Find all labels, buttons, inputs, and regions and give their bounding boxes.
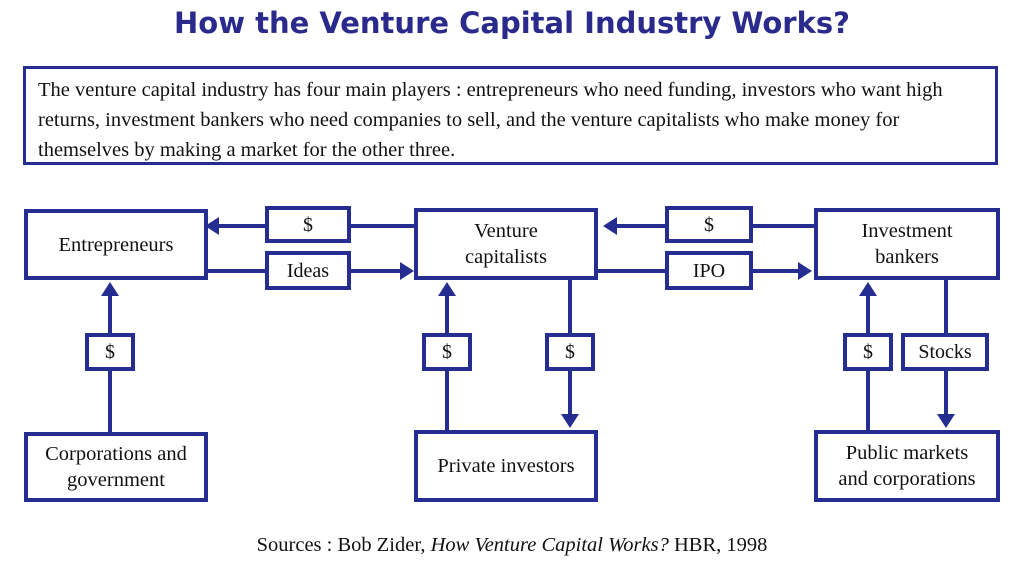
- node-entrepreneurs[interactable]: Entrepreneurs: [24, 209, 208, 280]
- arrowhead-into-investment-bankers-bottom: [859, 282, 877, 296]
- flow-label-text: $: [565, 341, 575, 363]
- flow-label-text: Ideas: [286, 259, 330, 282]
- flow-label-vc-to-private-investors-money[interactable]: $: [545, 333, 595, 371]
- connector-stocks-label-to-public-markets: [944, 370, 948, 416]
- connector-money-label-to-entrepreneurs: [218, 224, 268, 228]
- node-investment-bankers-label: Investment bankers: [861, 220, 953, 268]
- node-corporations-and-government-label: Corporations and government: [45, 443, 187, 491]
- connector-entrepreneurs-to-ideas-label: [204, 269, 268, 273]
- connector-ipo-label-to-bankers: [752, 269, 802, 273]
- connector-corporations-to-money-label: [108, 370, 112, 470]
- arrowhead-into-venture-capitalists-bottom: [438, 282, 456, 296]
- node-venture-capitalists-label: Venture capitalists: [465, 220, 547, 268]
- source-suffix: HBR, 1998: [668, 534, 768, 556]
- node-entrepreneurs-label: Entrepreneurs: [58, 233, 174, 256]
- flow-label-private-investors-to-vc-money[interactable]: $: [422, 333, 472, 371]
- connector-money-label-to-bankers-vertical: [866, 294, 870, 334]
- arrowhead-into-private-investors: [561, 414, 579, 428]
- arrowhead-into-venture-capitalists-left: [400, 262, 414, 280]
- connector-money-label-to-entrepreneurs-vertical: [108, 294, 112, 334]
- node-investment-bankers[interactable]: Investment bankers: [814, 208, 1000, 280]
- arrowhead-into-entrepreneurs: [205, 217, 219, 235]
- node-private-investors-label: Private investors: [437, 455, 575, 477]
- arrowhead-into-investment-bankers: [798, 262, 812, 280]
- flow-label-text: IPO: [692, 259, 726, 282]
- source-title: How Venture Capital Works?: [430, 534, 669, 556]
- flow-label-text: $: [105, 341, 115, 363]
- flow-label-bankers-to-vc-money[interactable]: $: [665, 206, 753, 243]
- arrowhead-into-public-markets: [937, 414, 955, 428]
- connector-money-label-to-vc-vertical: [445, 294, 449, 334]
- flow-label-text: $: [303, 213, 313, 236]
- connector-money-label-to-private-investors: [568, 370, 572, 416]
- flow-label-text: $: [863, 341, 873, 363]
- arrowhead-into-venture-capitalists-right: [603, 217, 617, 235]
- source-citation: Sources : Bob Zider, How Venture Capital…: [0, 534, 1024, 557]
- flow-label-vc-to-bankers-ipo[interactable]: IPO: [665, 251, 753, 290]
- flow-label-corporations-to-entrepreneurs-money[interactable]: $: [85, 333, 135, 371]
- flow-label-entrepreneurs-to-vc-ideas[interactable]: Ideas: [265, 251, 351, 290]
- flow-label-text: $: [704, 213, 714, 236]
- intro-paragraph-box: The venture capital industry has four ma…: [23, 66, 998, 165]
- flow-label-text: Stocks: [918, 341, 972, 363]
- node-private-investors[interactable]: Private investors: [414, 430, 598, 502]
- connector-bankers-to-money-label: [752, 224, 818, 228]
- connector-ideas-label-to-vc: [348, 269, 404, 273]
- connector-private-investors-to-money-label: [445, 370, 449, 432]
- connector-public-markets-to-money-label: [866, 370, 870, 432]
- connector-vc-to-money-label-vertical: [568, 280, 572, 334]
- intro-paragraph-text: The venture capital industry has four ma…: [38, 79, 943, 161]
- connector-bankers-to-stocks-label: [944, 280, 948, 334]
- source-prefix: Sources : Bob Zider,: [256, 534, 431, 556]
- connector-vc-to-money-label: [350, 224, 418, 228]
- connector-money-label-to-vc: [616, 224, 668, 228]
- flow-label-text: $: [442, 341, 452, 363]
- node-corporations-and-government[interactable]: Corporations and government: [24, 432, 208, 502]
- flow-label-vc-to-entrepreneurs-money[interactable]: $: [265, 206, 351, 243]
- node-public-markets-and-corporations-label: Public markets and corporations: [838, 442, 976, 490]
- node-venture-capitalists[interactable]: Venture capitalists: [414, 208, 598, 280]
- arrowhead-into-entrepreneurs-bottom: [101, 282, 119, 296]
- connector-vc-to-ipo-label: [594, 269, 668, 273]
- flow-label-bankers-to-public-markets-stocks[interactable]: Stocks: [901, 333, 989, 371]
- page-title: How the Venture Capital Industry Works?: [174, 6, 850, 40]
- flow-label-public-markets-to-bankers-money[interactable]: $: [843, 333, 893, 371]
- node-public-markets-and-corporations[interactable]: Public markets and corporations: [814, 430, 1000, 502]
